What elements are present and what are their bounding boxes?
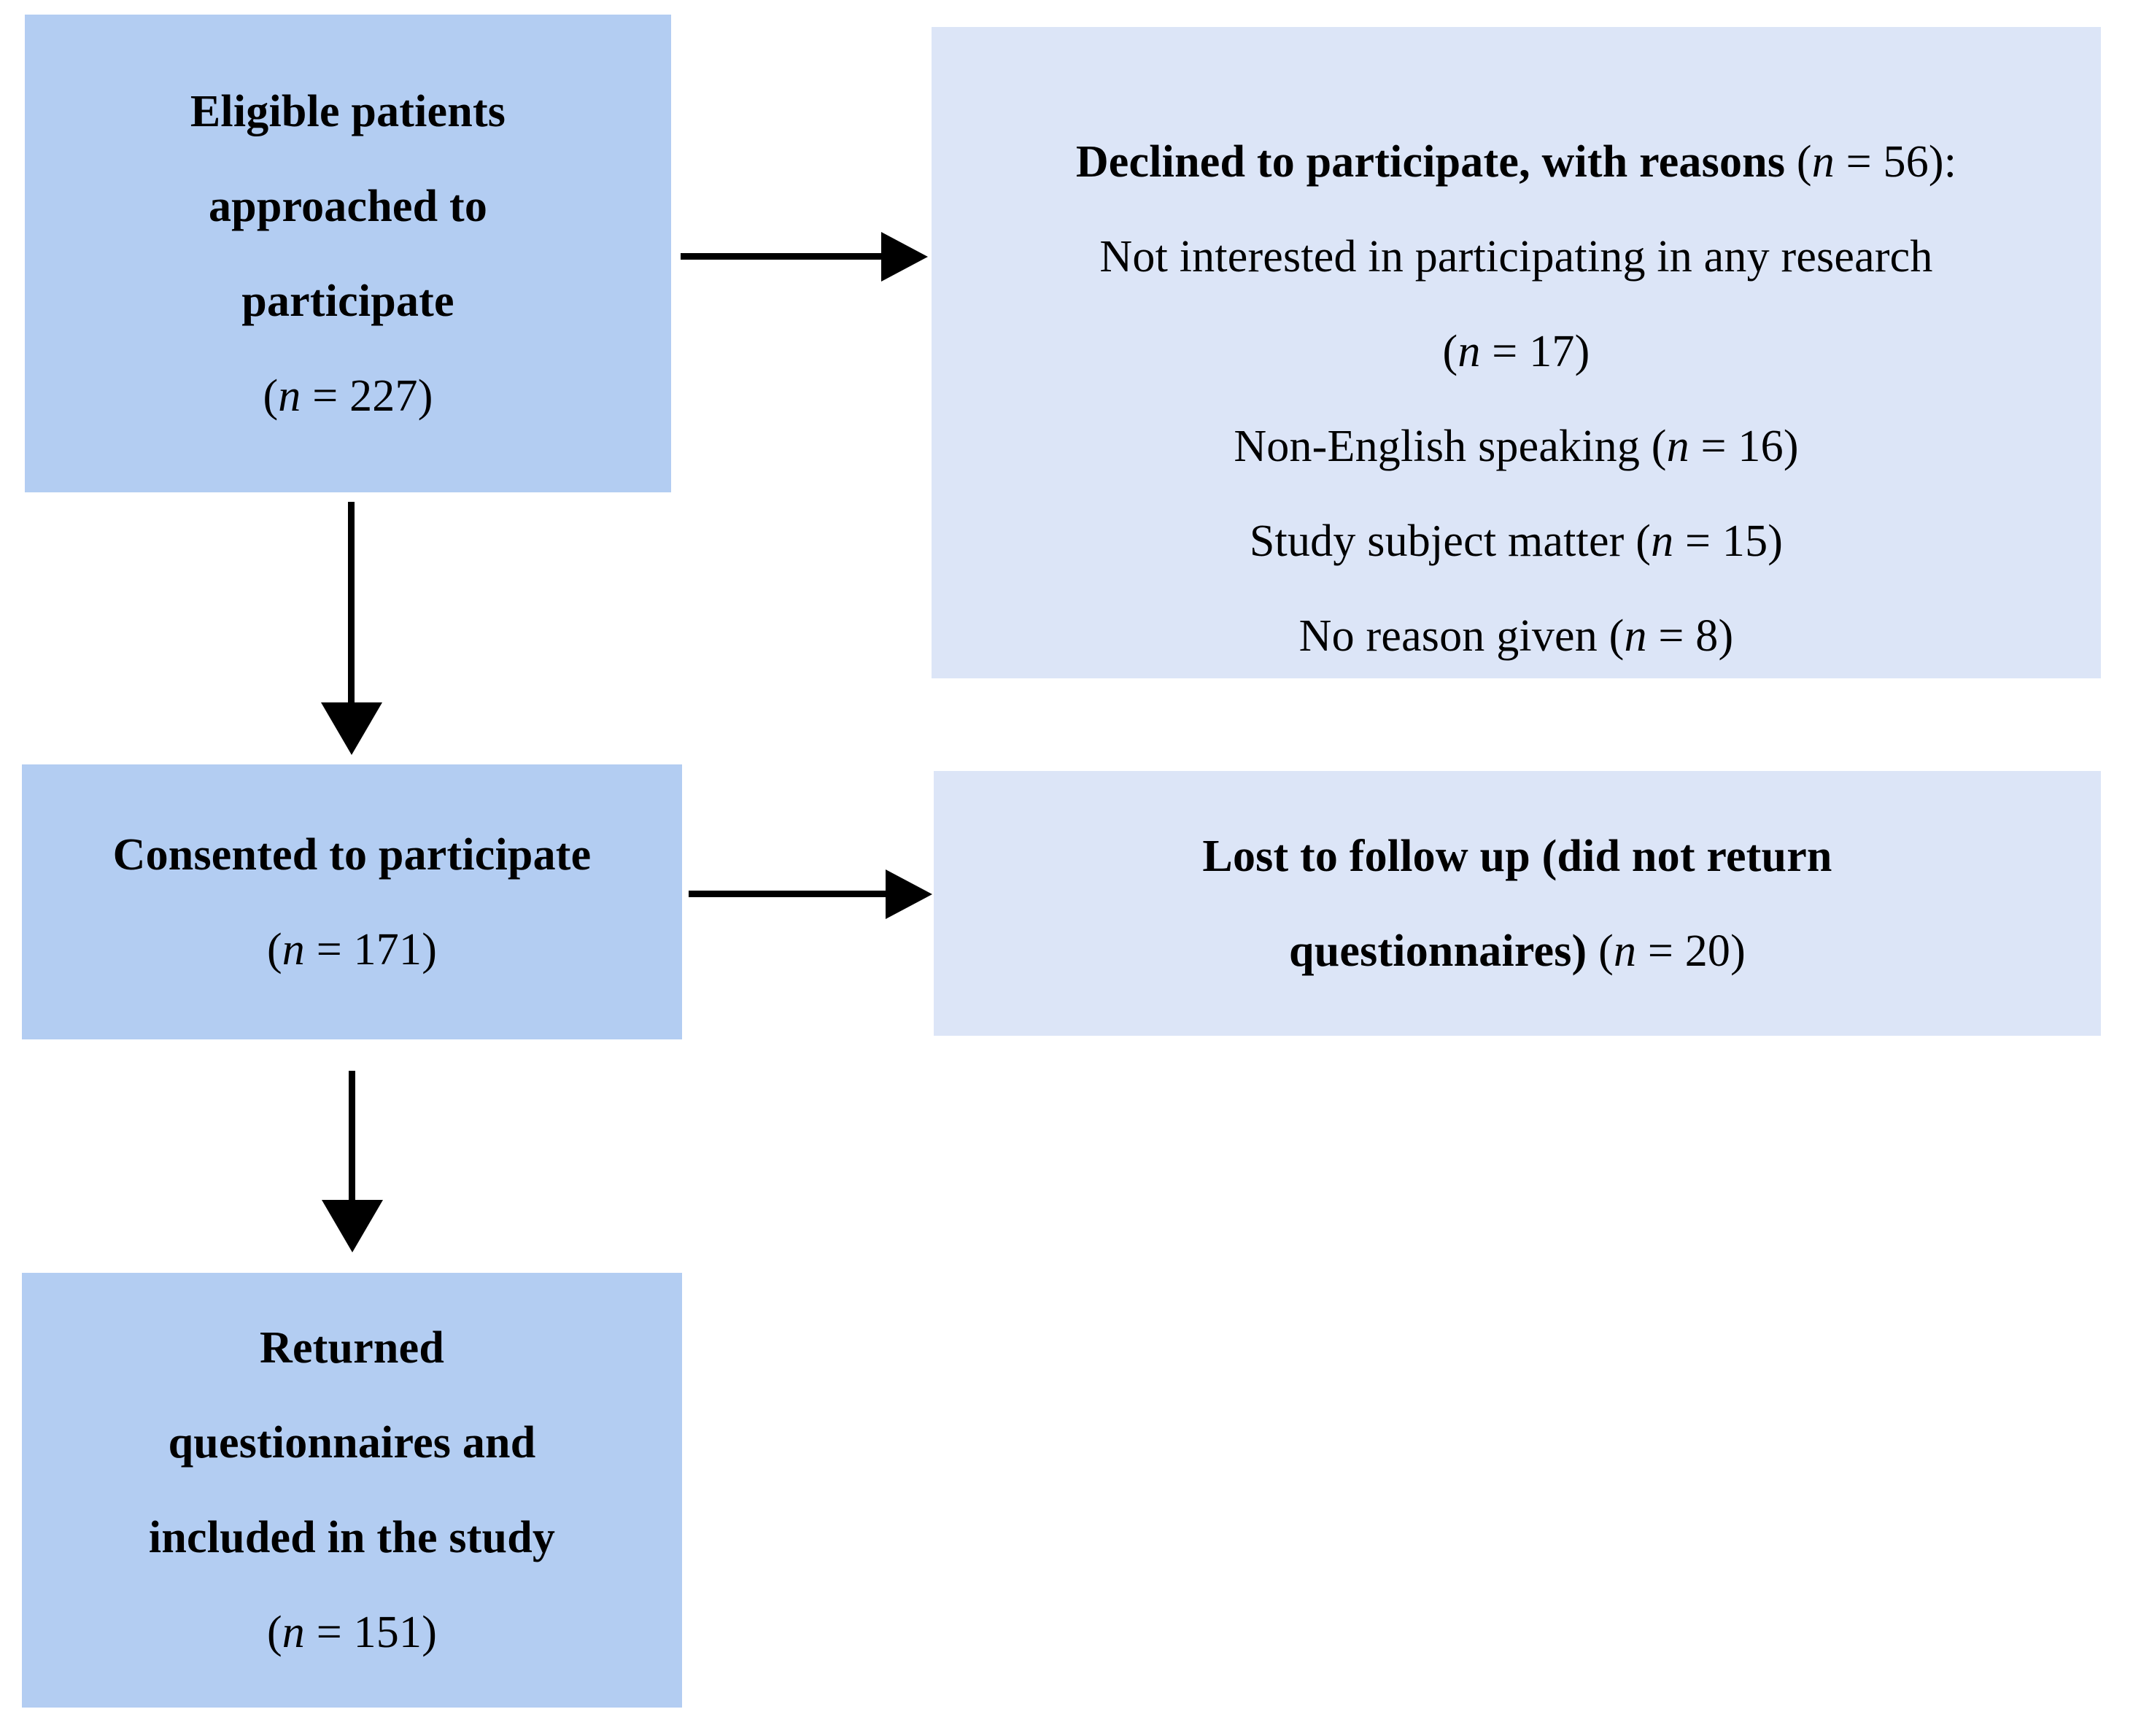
box-eligible-patients: Eligible patients approached to particip… bbox=[25, 15, 671, 492]
returned-count-equals: = bbox=[305, 1608, 354, 1657]
eligible-count-value: 227 bbox=[349, 371, 418, 421]
declined-heading: Declined to participate, with reasons (n… bbox=[949, 115, 2083, 209]
declined-reason-3-symbol: n bbox=[1651, 516, 1674, 566]
eligible-count-symbol: n bbox=[278, 371, 301, 421]
box-lost-to-follow-up: Lost to follow up (did not return questi… bbox=[934, 771, 2101, 1036]
eligible-count: (n = 227) bbox=[54, 349, 642, 443]
eligible-line-1: Eligible patients bbox=[190, 86, 506, 136]
declined-heading-equals: = bbox=[1834, 137, 1884, 187]
declined-heading-label: Declined to participate, with reasons bbox=[1075, 137, 1797, 187]
declined-reason-4-open: ( bbox=[1609, 611, 1625, 661]
lost-line-2-value: 20 bbox=[1684, 926, 1731, 976]
declined-reason-1-line-1: Not interested in participating in any r… bbox=[1099, 232, 1933, 282]
eligible-count-open: ( bbox=[263, 371, 279, 421]
declined-heading-symbol: n bbox=[1811, 137, 1835, 187]
declined-heading-tail: ): bbox=[1928, 137, 1957, 187]
declined-reason-4: No reason given (n = 8) bbox=[949, 589, 2083, 683]
eligible-count-close: ) bbox=[417, 371, 433, 421]
lost-line-2-equals: = bbox=[1636, 926, 1685, 976]
declined-reason-1-close: ) bbox=[1574, 327, 1590, 376]
consented-count-close: ) bbox=[422, 924, 438, 974]
lost-line-2: questionnaires) (n = 20) bbox=[951, 904, 2083, 999]
box-consented-to-participate: Consented to participate (n = 171) bbox=[22, 764, 682, 1039]
declined-reason-4-equals: = bbox=[1646, 611, 1696, 661]
declined-reason-4-value: 8 bbox=[1695, 611, 1719, 661]
declined-heading-open: ( bbox=[1796, 137, 1812, 187]
declined-reason-2-value: 16 bbox=[1738, 422, 1784, 471]
lost-line-2-label: questionnaires) bbox=[1289, 926, 1599, 976]
declined-reason-1-line-2: (n = 17) bbox=[949, 304, 2083, 399]
box-declined-to-participate: Declined to participate, with reasons (n… bbox=[932, 27, 2101, 678]
declined-reason-4-label: No reason given bbox=[1298, 611, 1609, 661]
declined-reason-2-equals: = bbox=[1689, 422, 1738, 471]
arrow-eligible-to-declined-shaft bbox=[681, 253, 883, 260]
lost-line-2-close: ) bbox=[1730, 926, 1746, 976]
declined-reason-2-symbol: n bbox=[1666, 422, 1689, 471]
returned-count-symbol: n bbox=[282, 1608, 305, 1657]
declined-reason-2-open: ( bbox=[1651, 422, 1667, 471]
declined-heading-value: 56 bbox=[1883, 137, 1929, 187]
declined-reason-4-symbol: n bbox=[1624, 611, 1647, 661]
declined-reason-1-symbol: n bbox=[1458, 327, 1481, 376]
eligible-count-equals: = bbox=[301, 371, 350, 421]
declined-reason-2-close: ) bbox=[1783, 422, 1799, 471]
consented-line-1: Consented to participate bbox=[112, 829, 592, 880]
returned-line-2: questionnaires and bbox=[168, 1418, 536, 1468]
declined-reason-3-open: ( bbox=[1635, 516, 1652, 566]
consented-count-equals: = bbox=[305, 924, 354, 974]
arrow-consented-to-returned-head bbox=[322, 1200, 383, 1252]
lost-line-2-symbol: n bbox=[1613, 926, 1637, 976]
returned-line-1: Returned bbox=[259, 1323, 445, 1373]
arrow-consented-to-lost-shaft bbox=[689, 891, 888, 897]
returned-count: (n = 151) bbox=[44, 1585, 660, 1680]
arrow-eligible-to-consented-head bbox=[321, 702, 382, 755]
declined-reason-1-value: 17 bbox=[1529, 327, 1575, 376]
declined-reason-4-close: ) bbox=[1718, 611, 1734, 661]
declined-reason-2-label: Non-English speaking bbox=[1234, 422, 1652, 471]
arrow-eligible-to-consented-shaft bbox=[348, 502, 355, 705]
declined-reason-1-equals: = bbox=[1480, 327, 1530, 376]
declined-reason-3-equals: = bbox=[1673, 516, 1722, 566]
eligible-line-2: approached to bbox=[208, 181, 488, 231]
box-returned-questionnaires: Returned questionnaires and included in … bbox=[22, 1273, 682, 1708]
returned-count-value: 151 bbox=[353, 1608, 422, 1657]
returned-count-open: ( bbox=[266, 1608, 282, 1657]
arrow-eligible-to-declined-head bbox=[881, 232, 928, 282]
consented-count-open: ( bbox=[266, 924, 282, 974]
declined-reason-1-open: ( bbox=[1442, 327, 1458, 376]
declined-reason-3-value: 15 bbox=[1722, 516, 1768, 566]
lost-line-2-open: ( bbox=[1598, 926, 1614, 976]
declined-reason-3: Study subject matter (n = 15) bbox=[949, 494, 2083, 589]
arrow-consented-to-lost-head bbox=[886, 869, 932, 919]
returned-count-close: ) bbox=[422, 1608, 438, 1657]
returned-line-3: included in the study bbox=[148, 1513, 556, 1562]
declined-reason-3-label: Study subject matter bbox=[1249, 516, 1636, 566]
consented-count-symbol: n bbox=[282, 924, 305, 974]
eligible-line-3: participate bbox=[241, 276, 454, 326]
consented-count: (n = 171) bbox=[44, 902, 660, 997]
arrow-consented-to-returned-shaft bbox=[349, 1071, 355, 1202]
declined-reason-2: Non-English speaking (n = 16) bbox=[949, 399, 2083, 494]
declined-reason-3-close: ) bbox=[1768, 516, 1784, 566]
lost-line-1: Lost to follow up (did not return bbox=[1202, 831, 1832, 881]
consented-count-value: 171 bbox=[353, 924, 422, 974]
